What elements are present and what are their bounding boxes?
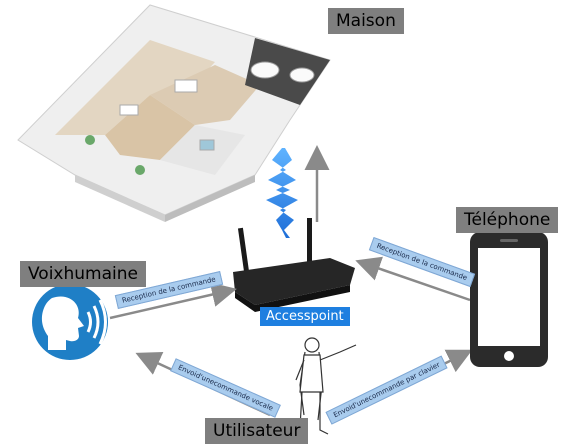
phone-label: Téléphone (456, 207, 559, 233)
house-floorplan-illustration (17, 4, 331, 222)
smartphone-icon (470, 232, 548, 367)
arrow-phone-to-router (355, 256, 471, 302)
sound-wave-icon (266, 148, 298, 238)
voice-speaking-icon (32, 284, 108, 360)
house-label: Maison (328, 8, 404, 34)
user-label: Utilisateur (205, 418, 309, 444)
accesspoint-label: Accesspoint (260, 307, 350, 326)
router-icon (233, 218, 355, 312)
voice-label: Voixhumaine (20, 261, 146, 287)
arrow-voice-to-router (109, 282, 237, 320)
